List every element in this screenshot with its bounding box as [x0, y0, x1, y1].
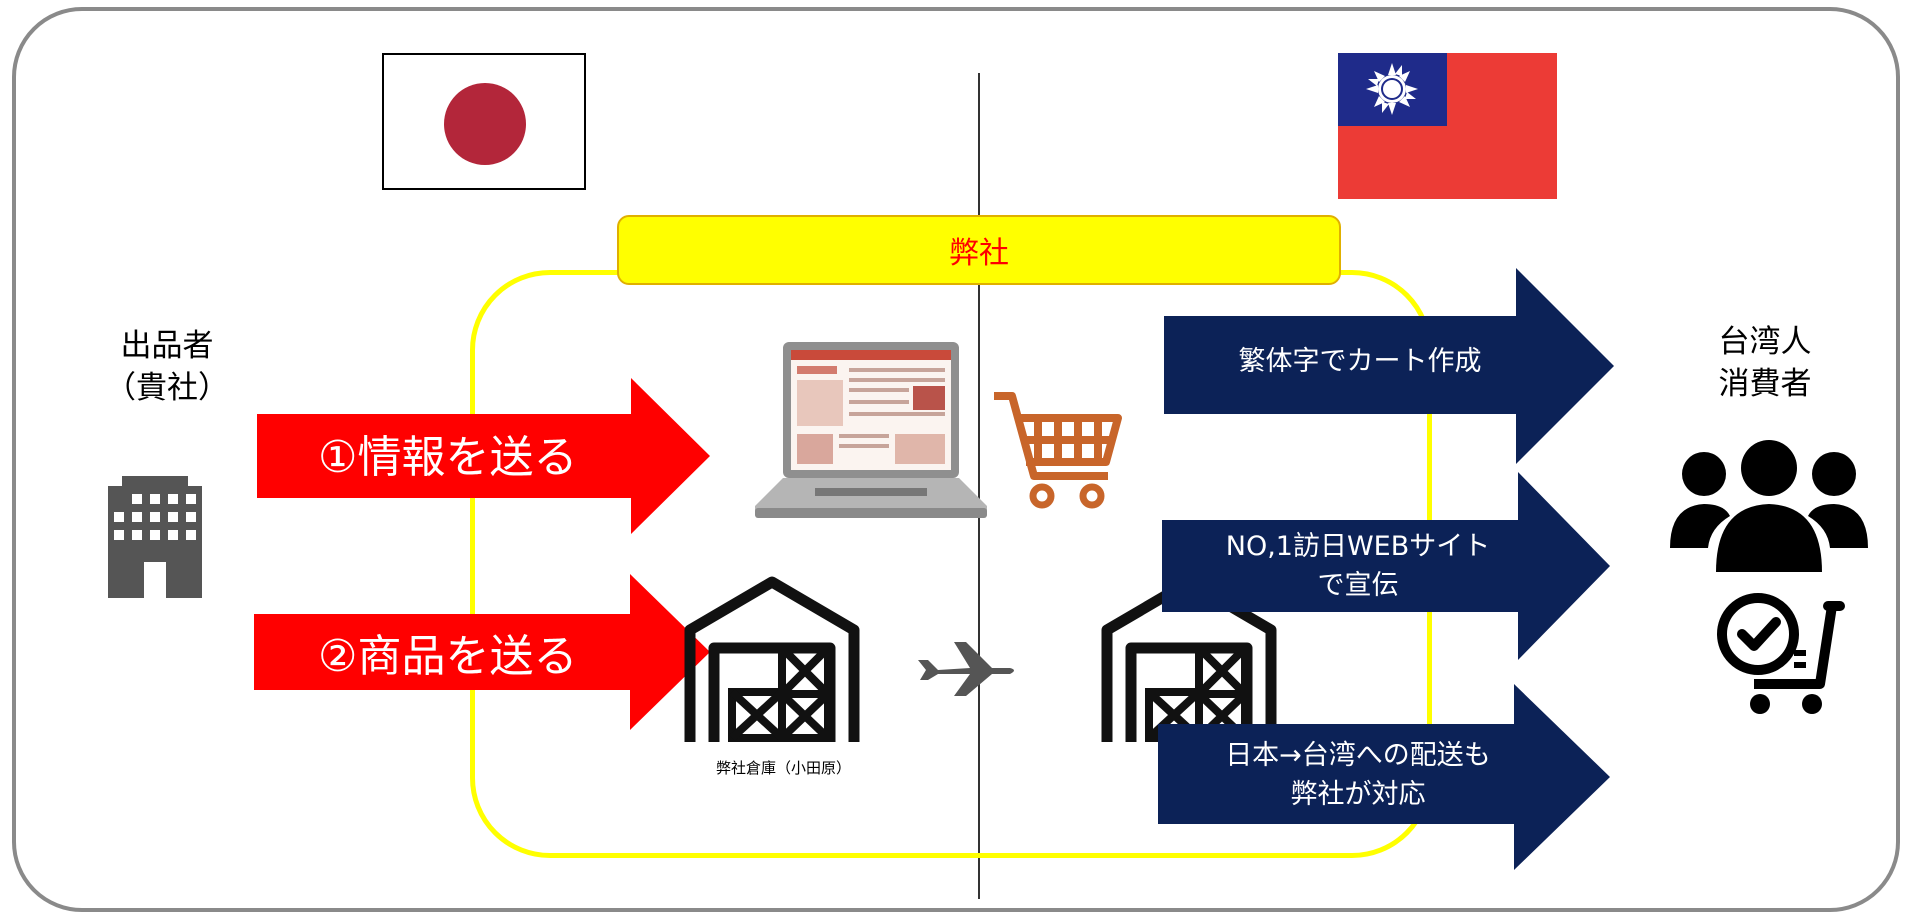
- send-info-label: ①情報を送る: [318, 432, 578, 483]
- shipping-line2: 弊社が対応: [1290, 779, 1426, 811]
- laptop-icon: [755, 342, 987, 518]
- taiwan-flag-canton: [1338, 53, 1447, 126]
- consumer-label-line1: 台湾人: [1718, 324, 1812, 360]
- building-icon: [108, 476, 202, 598]
- border-divider-line: [978, 73, 980, 899]
- people-icon: [1670, 440, 1868, 572]
- shipping-line1: 日本→台湾への配送も: [1225, 740, 1491, 771]
- send-goods-arrow: [254, 574, 710, 730]
- shipping-label: 日本→台湾への配送も 弊社が対応: [1188, 736, 1528, 814]
- send-info-arrow: [257, 378, 710, 534]
- seller-label: 出品者 （貴社）: [92, 326, 242, 410]
- warehouse-icon: [684, 576, 860, 742]
- company-label-box: 弊社: [617, 215, 1341, 285]
- checkout-cart-icon: [1717, 593, 1845, 714]
- airplane-icon: [918, 642, 1014, 696]
- cart-creation-label: 繁体字でカート作成: [1190, 342, 1530, 381]
- seller-label-line1: 出品者: [120, 328, 214, 364]
- cart-creation-line1: 繁体字でカート作成: [1238, 346, 1482, 377]
- taiwan-sun-icon: [1366, 63, 1418, 115]
- company-label: 弊社: [949, 236, 1009, 271]
- warehouse-caption: 弊社倉庫（小田原）: [716, 759, 852, 777]
- taiwan-flag: [1338, 53, 1557, 199]
- advertising-line2: で宣伝: [1317, 570, 1399, 602]
- consumer-label-line2: 消費者: [1718, 365, 1812, 402]
- cart-icon: [994, 392, 1122, 509]
- advertising-label: NO,1訪日WEBサイト で宣伝: [1188, 527, 1528, 605]
- advertising-line1: NO,1訪日WEBサイト: [1225, 531, 1491, 562]
- seller-label-line2: （貴社）: [105, 369, 229, 406]
- consumer-label: 台湾人 消費者: [1690, 322, 1840, 406]
- advertising-arrow: [1162, 472, 1610, 660]
- japan-flag-disc: [444, 83, 526, 165]
- cart-creation-arrow: [1164, 268, 1614, 464]
- japan-flag: [382, 53, 586, 190]
- shipping-arrow: [1158, 684, 1610, 870]
- send-goods-label: ②商品を送る: [318, 631, 578, 682]
